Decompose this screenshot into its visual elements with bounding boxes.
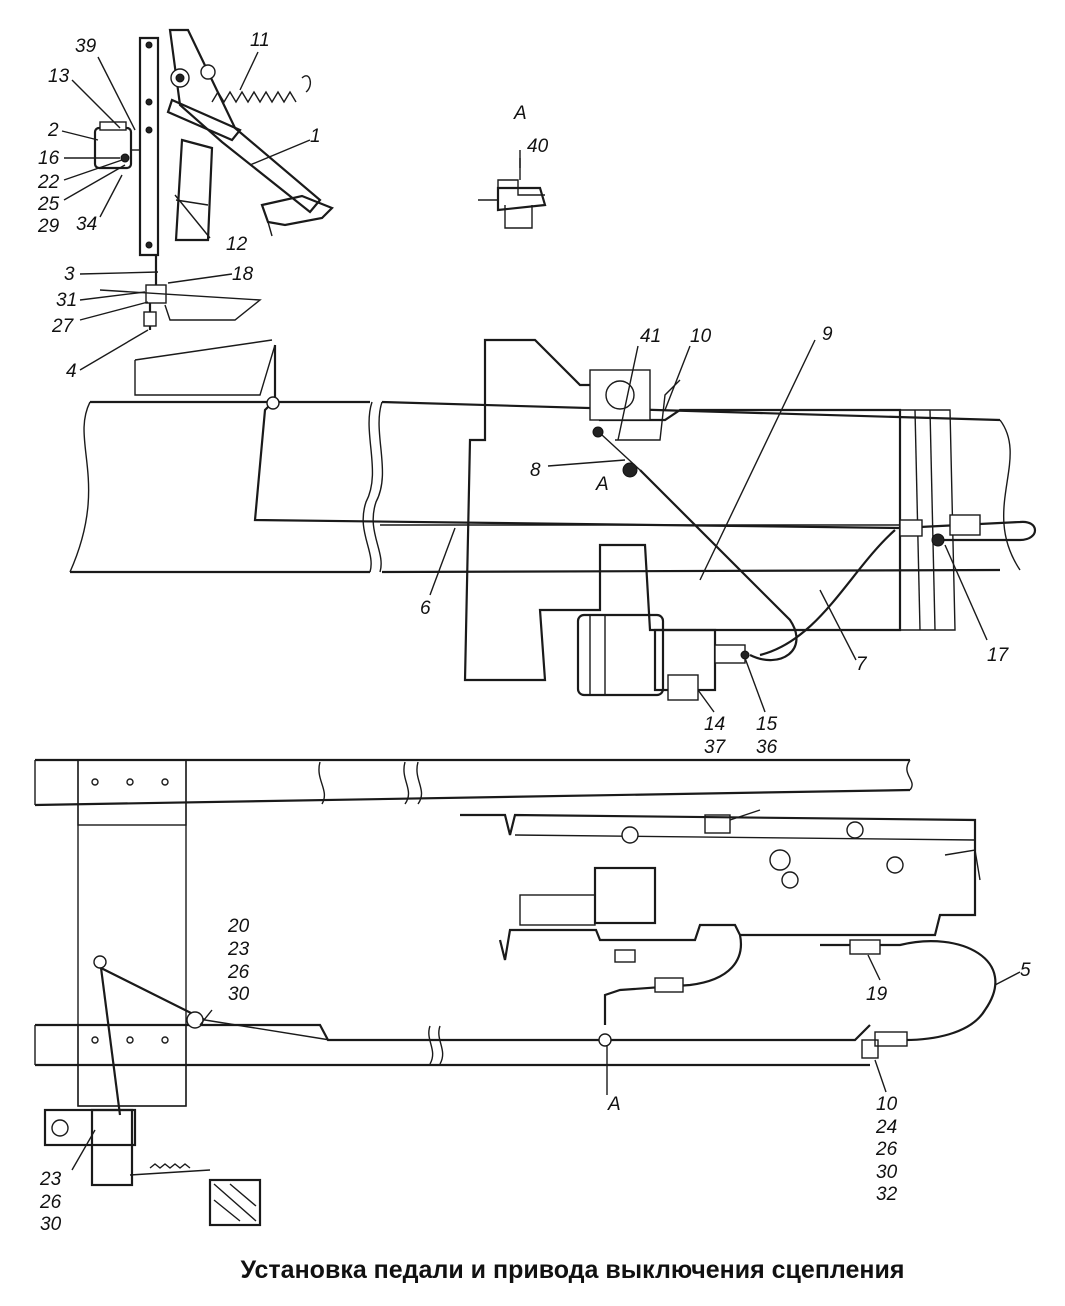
callout-5: 5 [1020, 960, 1031, 981]
callout-39: 39 [75, 36, 97, 57]
view-label-a-title: А [513, 103, 527, 124]
callout-26-b: 26 [875, 1139, 898, 1160]
detail-a-view [478, 150, 547, 229]
callout-27: 27 [51, 316, 75, 337]
callout-17: 17 [987, 645, 1010, 666]
callout-26-c: 26 [39, 1192, 62, 1213]
callout-22: 22 [37, 172, 60, 193]
callout-9: 9 [822, 324, 833, 345]
callout-4: 4 [66, 361, 77, 382]
callout-6: 6 [420, 598, 431, 619]
callout-30-c: 30 [40, 1214, 62, 1235]
callout-31: 31 [56, 290, 77, 311]
callout-40: 40 [527, 136, 549, 157]
pedal-bracket-assembly [93, 28, 334, 330]
callout-34: 34 [76, 214, 97, 235]
callout-2: 2 [47, 120, 59, 141]
callout-36: 36 [756, 737, 778, 758]
callout-16: 16 [38, 148, 60, 169]
callout-8: 8 [530, 460, 541, 481]
callout-29: 29 [37, 216, 60, 237]
clutch-booster [576, 613, 750, 701]
callout-30-a: 30 [228, 984, 250, 1005]
callout-26-a: 26 [227, 962, 250, 983]
callout-23-a: 23 [227, 939, 250, 960]
callout-12: 12 [226, 234, 248, 255]
pipelines-7-9-10 [601, 379, 1037, 662]
pedal-bottom-view [43, 955, 331, 1227]
callout-24: 24 [875, 1117, 897, 1138]
pipeline-5 [555, 809, 997, 1059]
callout-1: 1 [310, 126, 321, 147]
callout-19: 19 [866, 984, 888, 1005]
callout-37: 37 [704, 737, 727, 758]
callout-15: 15 [756, 714, 778, 735]
view-label-a-top: А [595, 474, 609, 495]
callout-14: 14 [704, 714, 725, 735]
view-label-a-bottom: А [607, 1094, 621, 1115]
frame-rail-bottom [34, 758, 913, 1107]
callout-18: 18 [232, 264, 254, 285]
callout-32: 32 [876, 1184, 898, 1205]
callout-11: 11 [250, 30, 270, 51]
callout-41: 41 [640, 326, 661, 347]
pipeline-6 [134, 339, 901, 530]
callout-7: 7 [856, 654, 868, 675]
leader-lines [61, 51, 1021, 1171]
callout-3: 3 [64, 264, 75, 285]
callout-20: 20 [227, 916, 250, 937]
callout-10-bottom: 10 [876, 1094, 898, 1115]
callout-labels: 39 13 2 16 22 25 34 29 11 1 12 3 18 31 2… [37, 30, 1031, 1235]
callout-23-b: 23 [39, 1169, 62, 1190]
diagram-caption: Установка педали и привода выключения сц… [240, 1256, 905, 1284]
callout-10-top: 10 [690, 326, 712, 347]
callout-30-b: 30 [876, 1162, 898, 1183]
callout-13: 13 [48, 66, 70, 87]
gearbox-housing-top [463, 338, 956, 682]
gearbox-bottom-view [460, 813, 981, 963]
callout-25: 25 [37, 194, 60, 215]
